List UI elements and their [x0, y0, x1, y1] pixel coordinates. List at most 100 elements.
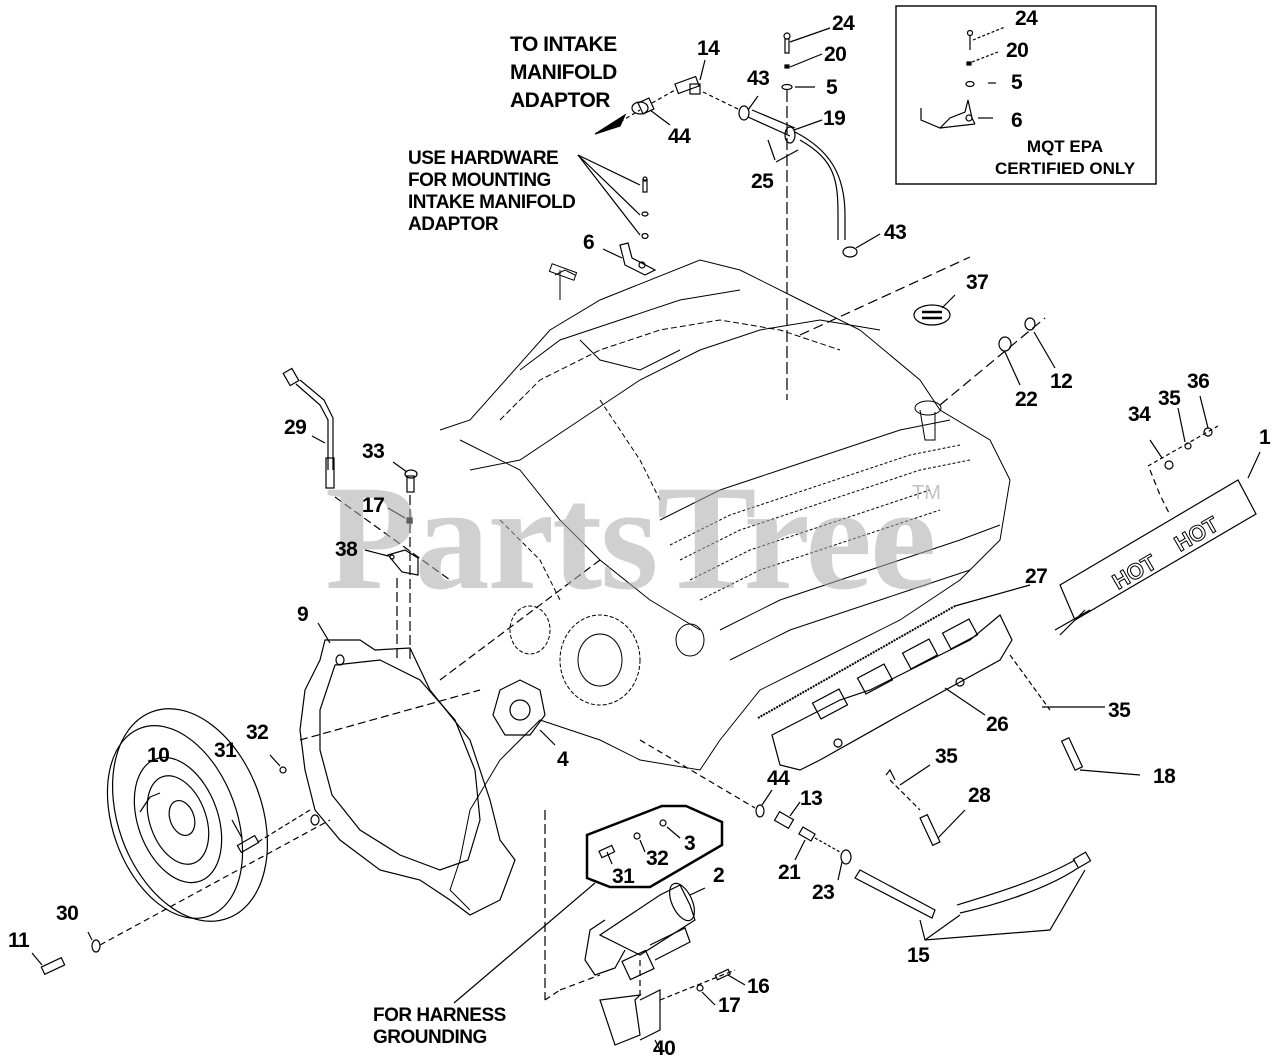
bracket-40	[599, 989, 661, 1046]
note-harness-grounding: FOR HARNESS GROUNDING	[373, 1005, 506, 1048]
exhaust-manifold-26	[771, 614, 1013, 771]
fitting-44b	[755, 804, 765, 818]
callout-38[interactable]: 38	[335, 538, 358, 561]
callout-44a[interactable]: 44	[668, 125, 691, 148]
callout-26[interactable]: 26	[986, 713, 1009, 736]
bolt-18	[1060, 737, 1084, 771]
callout-14[interactable]: 14	[697, 37, 720, 60]
intake-arrow	[594, 113, 627, 135]
callout-43a[interactable]: 43	[747, 67, 770, 90]
inset-caption: MQT EPA CERTIFIED ONLY	[994, 137, 1136, 178]
bracket-6	[619, 242, 657, 276]
oil-cap-37	[913, 304, 951, 326]
inset-callout-20: 20	[1006, 39, 1029, 62]
callout-40[interactable]: 40	[653, 1037, 676, 1060]
callout-28[interactable]: 28	[968, 784, 991, 807]
inset-screw	[966, 26, 1006, 50]
callout-35a[interactable]: 35	[1158, 387, 1181, 410]
inset-callout-5: 5	[1011, 71, 1023, 94]
callout-31b[interactable]: 31	[612, 865, 635, 888]
bolt-11	[40, 956, 66, 976]
callout-3[interactable]: 3	[684, 832, 696, 855]
plug-22	[998, 336, 1012, 352]
hardware-screw	[642, 176, 648, 193]
tee-14	[674, 75, 701, 95]
bolt-33	[404, 469, 418, 493]
callout-12[interactable]: 12	[1050, 370, 1073, 393]
bolt-28	[919, 813, 941, 847]
inset-callout-24: 24	[1015, 7, 1038, 30]
callout-32a[interactable]: 32	[246, 721, 269, 744]
callout-17a[interactable]: 17	[362, 494, 385, 517]
callout-18[interactable]: 18	[1153, 765, 1176, 788]
clamp-43	[738, 105, 750, 121]
heat-shield-1	[1054, 479, 1257, 636]
callout-35c[interactable]: 35	[935, 745, 958, 768]
adapter-13	[773, 810, 795, 830]
starter-motor-2	[584, 882, 696, 981]
callout-24[interactable]: 24	[832, 12, 855, 35]
callout-13[interactable]: 13	[800, 787, 823, 810]
clamp-43b	[842, 246, 858, 258]
callout-15[interactable]: 15	[907, 944, 930, 967]
callout-10[interactable]: 10	[147, 744, 170, 767]
fitting-44	[631, 97, 655, 115]
callout-9[interactable]: 9	[297, 603, 309, 626]
callout-31a[interactable]: 31	[214, 739, 237, 762]
oil-hose-15	[854, 851, 1092, 919]
watermark-tm: TM	[912, 482, 941, 504]
plate-38	[386, 549, 419, 576]
flex-plate-4	[492, 679, 546, 736]
note-intake-adaptor: TO INTAKE MANIFOLD ADAPTOR	[510, 33, 617, 112]
callout-30[interactable]: 30	[56, 902, 79, 925]
bolt-31	[236, 834, 260, 854]
inset-bracket	[920, 99, 993, 129]
callout-2[interactable]: 2	[713, 864, 725, 887]
callout-19[interactable]: 19	[823, 107, 846, 130]
callout-34[interactable]: 34	[1128, 403, 1151, 426]
flywheel-10	[106, 708, 269, 922]
note-hardware: USE HARDWARE FOR MOUNTING INTAKE MANIFOL…	[408, 148, 576, 235]
flywheel-housing-9	[299, 639, 516, 916]
callout-20[interactable]: 20	[824, 43, 847, 66]
callout-1[interactable]: 1	[1259, 426, 1271, 449]
callout-6[interactable]: 6	[583, 231, 595, 254]
callout-16[interactable]: 16	[747, 975, 770, 998]
callout-22[interactable]: 22	[1015, 388, 1038, 411]
bolt-31b	[598, 844, 616, 859]
callout-11[interactable]: 11	[8, 929, 30, 952]
inset-callout-6: 6	[1011, 109, 1023, 132]
callout-4[interactable]: 4	[557, 748, 569, 771]
fitting-21	[798, 826, 816, 842]
clamp-19	[784, 126, 796, 144]
washer-30	[91, 939, 101, 953]
callout-43b[interactable]: 43	[884, 221, 907, 244]
callout-29[interactable]: 29	[284, 416, 307, 439]
inset-nut	[965, 80, 975, 88]
callout-36[interactable]: 36	[1187, 370, 1210, 393]
callout-27[interactable]: 27	[1025, 565, 1048, 588]
callout-44b[interactable]: 44	[767, 767, 790, 790]
callout-21[interactable]: 21	[778, 861, 801, 884]
hose-25	[747, 109, 846, 240]
hot-text-1: HOT	[1108, 549, 1161, 594]
callout-32b[interactable]: 32	[646, 847, 669, 870]
callout-5[interactable]: 5	[826, 76, 838, 99]
hot-text-2: HOT	[1170, 511, 1223, 556]
callout-25[interactable]: 25	[751, 170, 774, 193]
inset-box	[895, 5, 1157, 185]
inset-washer	[966, 61, 972, 66]
callout-33[interactable]: 33	[362, 440, 385, 463]
screw-24	[783, 32, 791, 54]
engine-block	[439, 259, 1011, 911]
fitting-12	[1024, 317, 1036, 331]
callout-37[interactable]: 37	[966, 271, 989, 294]
callout-23[interactable]: 23	[812, 881, 835, 904]
dipstick-29	[282, 367, 335, 489]
callout-17b[interactable]: 17	[718, 994, 741, 1017]
starter-hardware-box	[585, 804, 724, 889]
gasket-27	[757, 605, 956, 719]
callout-35b[interactable]: 35	[1108, 699, 1131, 722]
clamp-23	[840, 849, 852, 865]
